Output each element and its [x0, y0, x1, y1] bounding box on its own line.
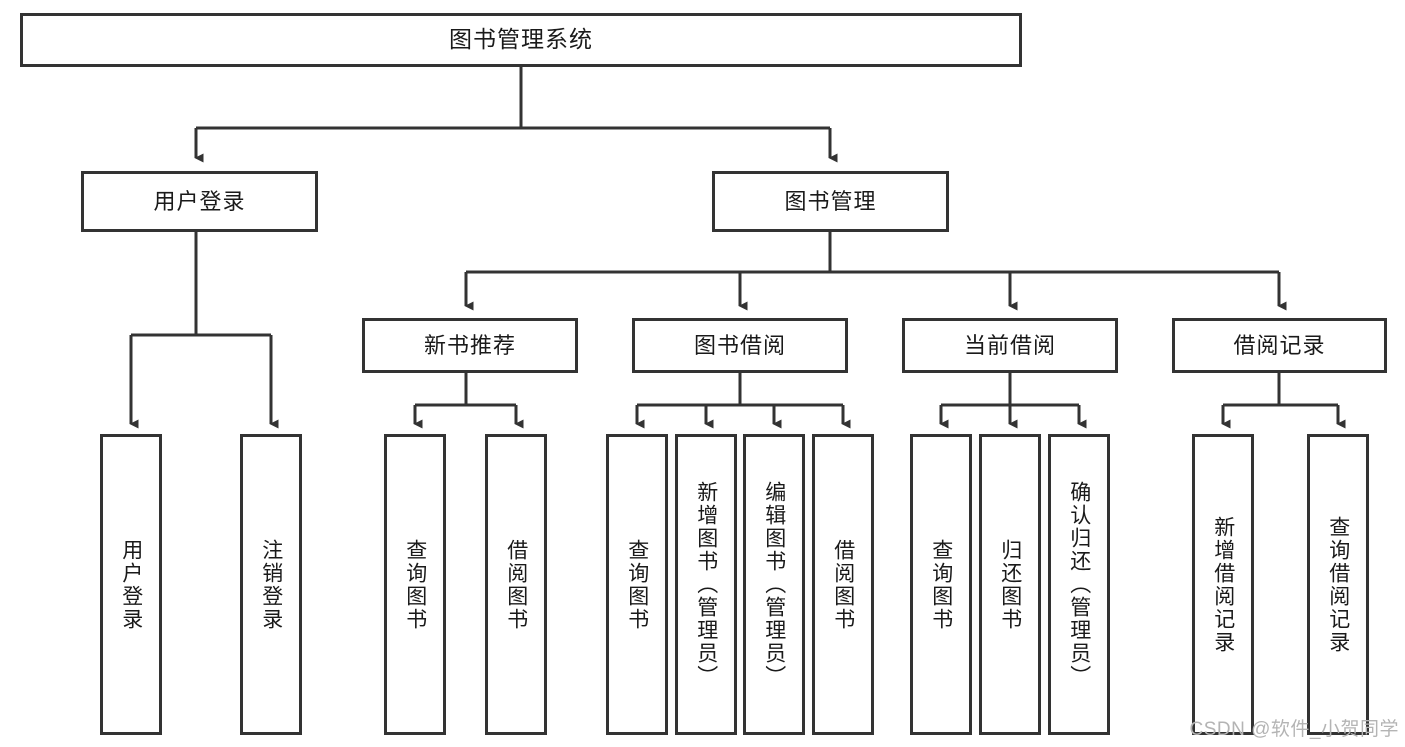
node-leaf-query-book-borrow[interactable]: 查询图书: [606, 434, 668, 735]
node-label: 新增借阅记录: [1211, 515, 1235, 654]
node-label: 查询借阅记录: [1326, 515, 1350, 654]
node-label: 新增图书（管理员）: [694, 481, 718, 688]
node-label: 借阅图书: [831, 538, 855, 631]
node-label: 图书管理: [784, 188, 877, 214]
node-new-book-recommend[interactable]: 新书推荐: [362, 318, 578, 373]
node-current-borrow[interactable]: 当前借阅: [902, 318, 1118, 373]
node-leaf-confirm-return[interactable]: 确认归还（管理员）: [1048, 434, 1110, 735]
node-borrow-record[interactable]: 借阅记录: [1172, 318, 1387, 373]
node-leaf-add-borrow-record[interactable]: 新增借阅记录: [1192, 434, 1254, 735]
node-leaf-add-book[interactable]: 新增图书（管理员）: [675, 434, 737, 735]
node-leaf-return-book[interactable]: 归还图书: [979, 434, 1041, 735]
node-label: 图书管理系统: [449, 26, 593, 53]
node-label: 确认归还（管理员）: [1067, 481, 1091, 688]
node-label: 图书借阅: [693, 332, 786, 358]
node-label: 用户登录: [153, 188, 246, 214]
node-leaf-user-logout[interactable]: 注销登录: [240, 434, 302, 735]
node-book-borrow[interactable]: 图书借阅: [632, 318, 848, 373]
node-leaf-user-login[interactable]: 用户登录: [100, 434, 162, 735]
node-label: 当前借阅: [963, 332, 1056, 358]
node-label: 新书推荐: [423, 332, 516, 358]
node-leaf-query-book-recommend[interactable]: 查询图书: [384, 434, 446, 735]
node-label: 注销登录: [259, 538, 283, 631]
node-label: 归还图书: [998, 538, 1022, 631]
node-label: 借阅记录: [1233, 332, 1326, 358]
node-label: 查询图书: [929, 538, 953, 631]
node-label: 借阅图书: [504, 538, 528, 631]
node-leaf-edit-book[interactable]: 编辑图书（管理员）: [743, 434, 805, 735]
node-user-login[interactable]: 用户登录: [81, 171, 318, 232]
node-label: 查询图书: [625, 538, 649, 631]
node-root-book-management-system[interactable]: 图书管理系统: [20, 13, 1022, 67]
node-label: 用户登录: [119, 538, 143, 631]
node-book-manage[interactable]: 图书管理: [712, 171, 949, 232]
node-leaf-borrow-book-recommend[interactable]: 借阅图书: [485, 434, 547, 735]
node-leaf-query-borrow-record[interactable]: 查询借阅记录: [1307, 434, 1369, 735]
node-leaf-query-book-current[interactable]: 查询图书: [910, 434, 972, 735]
csdn-watermark: CSDN @软件_小贺同学: [1189, 719, 1399, 740]
node-leaf-borrow-book[interactable]: 借阅图书: [812, 434, 874, 735]
node-label: 查询图书: [403, 538, 427, 631]
node-label: 编辑图书（管理员）: [762, 481, 786, 688]
